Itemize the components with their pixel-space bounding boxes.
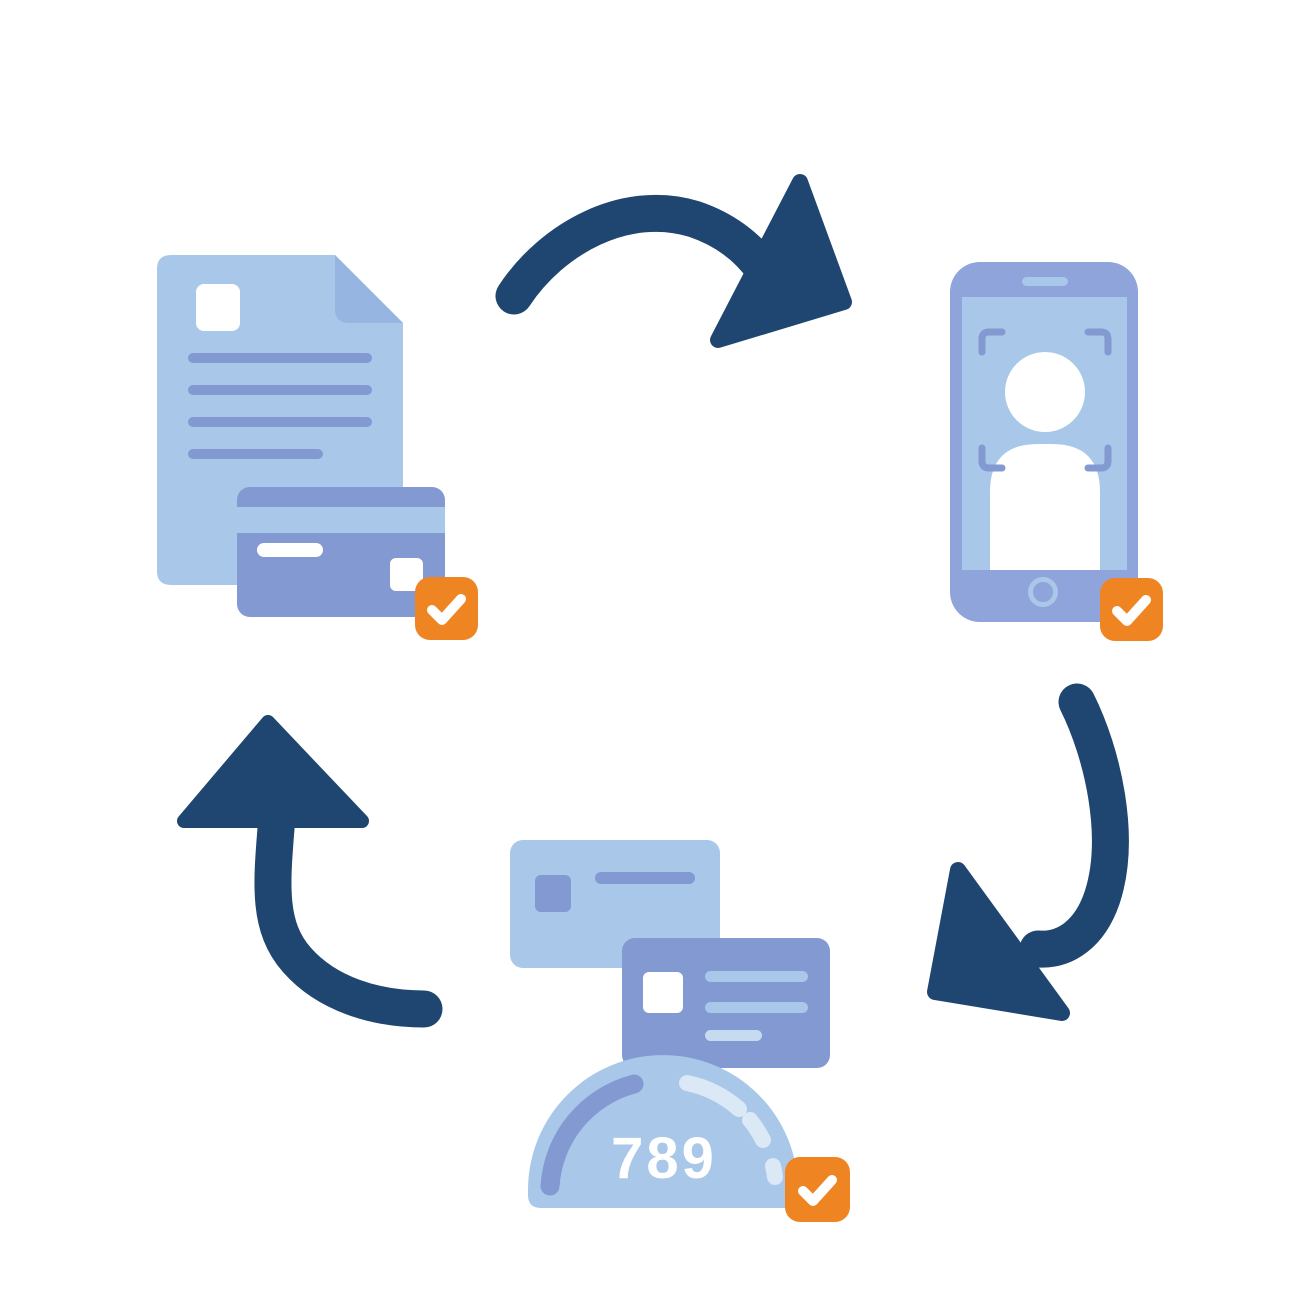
score-gauge: 789 <box>528 1055 798 1208</box>
gauge-arc-left <box>540 1074 644 1196</box>
arrow-document-to-phone-icon <box>495 174 852 348</box>
gauge-highlight-arcs <box>679 1075 783 1185</box>
check-badge-icon <box>415 577 478 640</box>
scan-frame-brackets <box>978 328 1112 472</box>
gauge-score-value: 789 <box>611 1126 717 1191</box>
credit-card-on-document <box>237 487 445 617</box>
check-badge-icon <box>1100 578 1163 641</box>
phone-home-button <box>1028 577 1058 607</box>
document-credit-card-icon <box>157 255 478 640</box>
check-badge-icon <box>785 1157 850 1222</box>
credit-card-signature <box>257 543 323 557</box>
document-text-lines <box>188 353 372 459</box>
document-folded-corner <box>335 255 403 323</box>
credit-card-hologram <box>390 558 423 591</box>
card-chip <box>535 875 571 912</box>
credit-card-front <box>622 938 830 1068</box>
arrow-phone-to-cards-icon <box>927 683 1129 1021</box>
arrow-cards-to-document-icon <box>177 715 443 1028</box>
cards-gauge-icon: 789 <box>510 840 850 1222</box>
credit-card-back <box>510 840 720 968</box>
phone-face-scan-icon <box>950 262 1163 641</box>
document-photo-square <box>196 284 240 331</box>
person-silhouette <box>990 352 1100 570</box>
credit-card-stripe <box>237 507 445 533</box>
phone-speaker <box>1022 277 1068 286</box>
card-chip <box>643 972 683 1013</box>
